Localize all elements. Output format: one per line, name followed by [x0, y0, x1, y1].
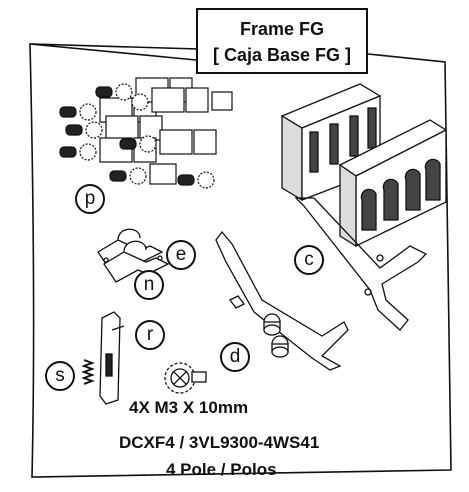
model-number-caption: DCXF4 / 3VL9300-4WS41: [119, 433, 320, 452]
title-box: Frame FG [ Caja Base FG ]: [196, 8, 368, 74]
callout-e: e: [166, 240, 196, 270]
callout-r: r: [135, 320, 165, 350]
part-d-bracket-spacers: [215, 230, 349, 371]
part-e-n-clips: [97, 228, 170, 283]
frame-base-fg: [280, 83, 448, 248]
screw-spec-caption: 4X M3 X 10mm: [129, 398, 249, 417]
title-line-1: Frame FG: [239, 19, 325, 39]
callout-n: n: [134, 270, 164, 300]
part-c-mounting-bracket: [294, 197, 428, 331]
callout-p: p: [75, 184, 105, 214]
part-r-latch-slide: [99, 311, 125, 405]
m3-screw-washer: [164, 362, 207, 394]
callout-s: s: [45, 361, 75, 391]
pole-count-caption: 4 Pole / Polos: [166, 460, 277, 479]
callout-d: d: [220, 342, 250, 372]
kit-sheet-outline: [29, 43, 452, 478]
callout-c: c: [294, 245, 324, 275]
part-s-spring: [81, 359, 95, 385]
title-line-2: [ Caja Base FG ]: [212, 45, 352, 65]
part-p-clamp-assemblies: [59, 77, 233, 189]
